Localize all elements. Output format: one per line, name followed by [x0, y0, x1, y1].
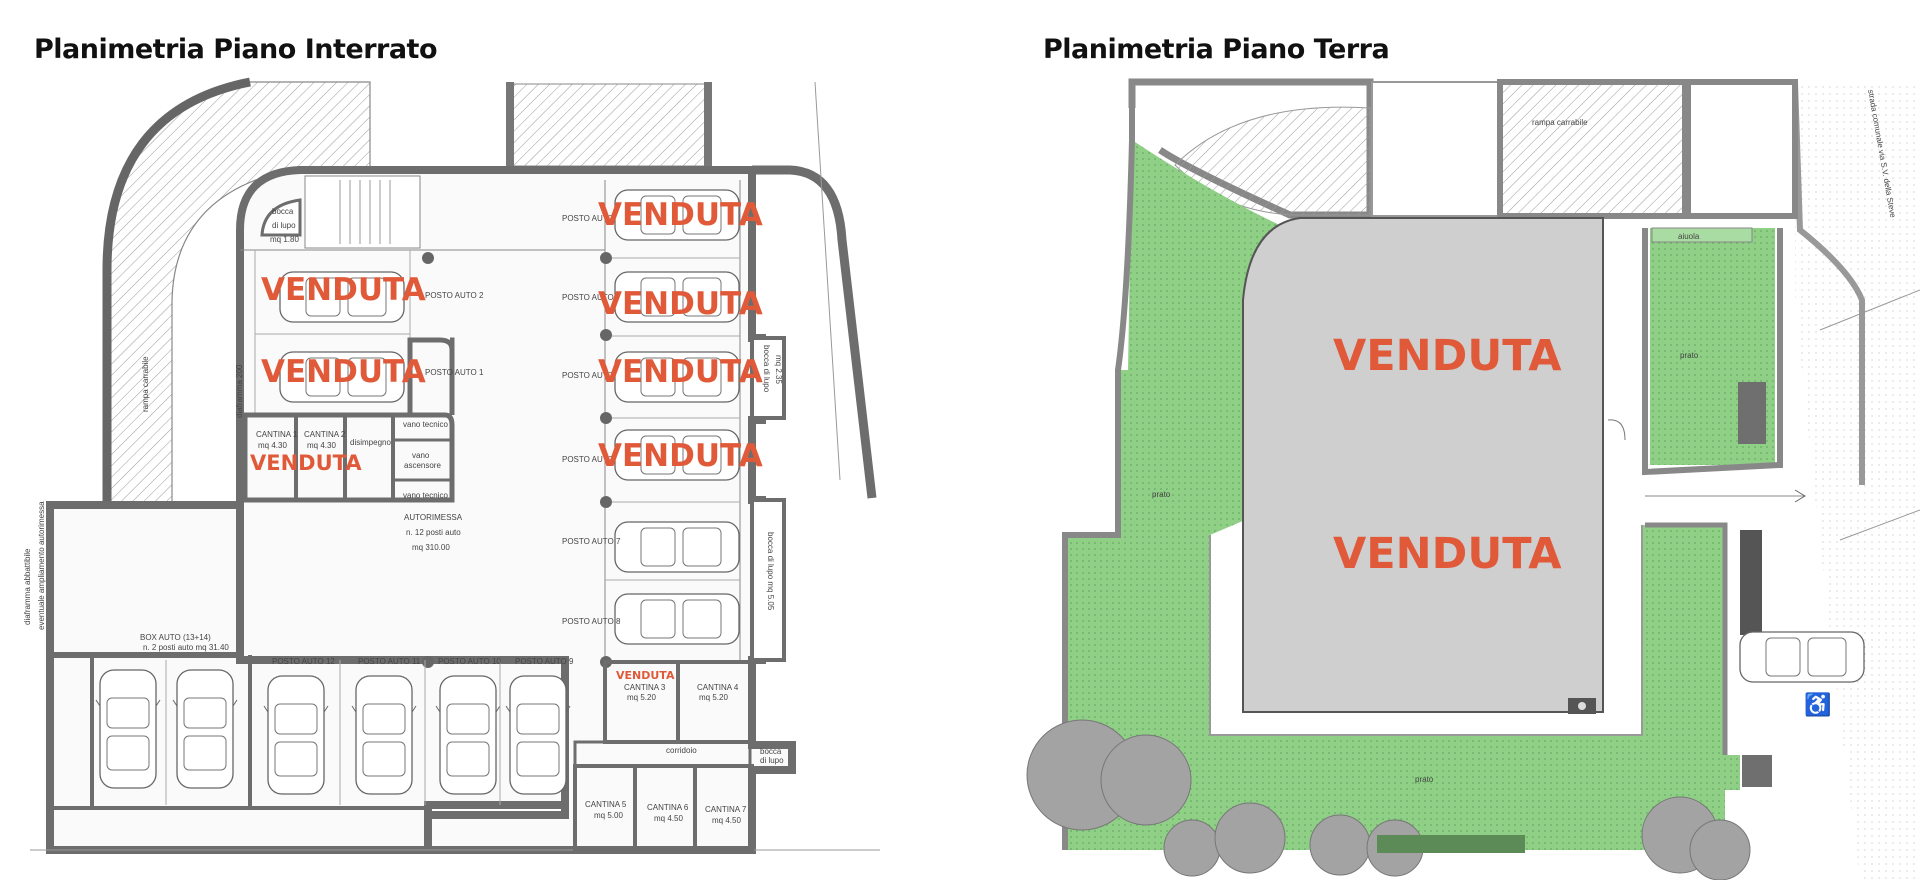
cantina-5-label: CANTINA 5	[585, 800, 627, 809]
cantina-2-area: mq 4.30	[307, 441, 336, 450]
cantina-4-area: mq 5.20	[699, 693, 728, 702]
diaframma-label-2: eventuale ampliamento autorimessa	[37, 501, 46, 630]
bocca-lupo-3-label: bocca di lupo mq 5.05	[766, 532, 775, 611]
posto-auto-8-label: POSTO AUTO 8	[562, 617, 621, 626]
disimpegno-label: disimpegno	[350, 438, 391, 447]
posto-auto-9-label: POSTO AUTO 9	[515, 657, 574, 666]
corridoio-label: corridoio	[666, 746, 697, 755]
sold-stamp-cantine-1-2: VENDUTA	[250, 451, 362, 475]
sold-stamp-posto-auto-6: VENDUTA	[598, 438, 763, 474]
cantina-6-area: mq 4.50	[654, 814, 683, 823]
prato-label-2: prato	[1680, 351, 1699, 360]
autorimessa-label: AUTORIMESSA	[404, 513, 463, 522]
posto-auto-4-label: POSTO AUTO	[562, 293, 614, 302]
ground-floor-plan: strada comunale via S.V. della Steve ram…	[1026, 78, 1920, 880]
sold-stamp-posto-auto-1: VENDUTA	[261, 354, 426, 390]
aiuola-label: aiuola	[1678, 232, 1700, 241]
prato-label-1: prato	[1152, 490, 1171, 499]
cantina-1-area: mq 4.30	[258, 441, 287, 450]
cantina-3-label: CANTINA 3	[624, 683, 666, 692]
sold-stamp-ground-upper: VENDUTA	[1333, 331, 1562, 381]
ramp-label: rampa carrabile	[141, 356, 150, 412]
cantina-7-label: CANTINA 7	[705, 805, 747, 814]
accessible-icon: ♿	[1804, 692, 1831, 717]
posto-auto-12-label: POSTO AUTO 12	[272, 657, 335, 666]
diaframma-vertical-label: diaframma 200	[235, 364, 244, 418]
posto-auto-5-label: POSTO AUTO	[562, 371, 614, 380]
sold-stamp-posto-auto-2: VENDUTA	[261, 272, 426, 308]
sold-stamp-posto-auto-5: VENDUTA	[598, 354, 763, 390]
bocca-lupo-1-area: mq 1.80	[270, 235, 299, 244]
prato-label-3: prato	[1415, 775, 1434, 784]
bocca-lupo-1-label-b: di lupo	[272, 221, 296, 230]
bocca-lupo-2-area: mq 2.35	[774, 355, 783, 384]
bocca-lupo-4-label: bocca	[760, 747, 782, 756]
autorimessa-area: mq 310.00	[412, 543, 450, 552]
posto-auto-2-label: POSTO AUTO 2	[425, 291, 484, 300]
sold-stamp-ground-lower: VENDUTA	[1333, 529, 1562, 579]
cantina-6-label: CANTINA 6	[647, 803, 689, 812]
bocca-lupo-4-label-b: di lupo	[760, 756, 784, 765]
vano-tecnico-1-label: vano tecnico	[403, 420, 448, 429]
posto-auto-11-label: POSTO AUTO 11	[358, 657, 421, 666]
sold-stamp-posto-auto-3: VENDUTA	[598, 197, 763, 233]
cantina-4-label: CANTINA 4	[697, 683, 739, 692]
ascensore-label-b: ascensore	[404, 461, 441, 470]
posto-auto-7-label: POSTO AUTO 7	[562, 537, 621, 546]
basement-plan-title: Planimetria Piano Interrato	[34, 34, 438, 65]
cantina-5-area: mq 5.00	[594, 811, 623, 820]
cantina-7-area: mq 4.50	[712, 816, 741, 825]
cantina-2-label: CANTINA 2	[304, 430, 346, 439]
sold-stamp-posto-auto-4: VENDUTA	[598, 286, 763, 322]
ground-floor-plan-title: Planimetria Piano Terra	[1043, 34, 1390, 65]
ramp-label-ground: rampa carrabile	[1532, 118, 1588, 127]
vano-tecnico-2-label: vano tecnico	[403, 491, 448, 500]
posto-auto-6-label: POSTO AUTO	[562, 455, 614, 464]
sold-stamp-cantina-3: VENDUTA	[616, 669, 675, 682]
cantina-1-label: CANTINA 1	[256, 430, 298, 439]
posto-auto-3-label: POSTO AUTO	[562, 214, 614, 223]
box-auto-label: BOX AUTO (13+14)	[140, 633, 211, 642]
box-auto-area: n. 2 posti auto mq 31.40	[143, 643, 229, 652]
cantina-3-area: mq 5.20	[627, 693, 656, 702]
bocca-lupo-1-label: bocca	[272, 207, 294, 216]
basement-plan: rampa carrabile diaframma 200 diaframma …	[23, 77, 880, 854]
posto-auto-1-label: POSTO AUTO 1	[425, 368, 484, 377]
ascensore-label: vano	[412, 451, 430, 460]
bocca-lupo-2-label: bocca di lupo	[762, 345, 771, 393]
posto-auto-10-label: POSTO AUTO 10	[438, 657, 501, 666]
diaframma-label: diaframma abbattibile	[23, 548, 32, 625]
autorimessa-posti: n. 12 posti auto	[406, 528, 461, 537]
